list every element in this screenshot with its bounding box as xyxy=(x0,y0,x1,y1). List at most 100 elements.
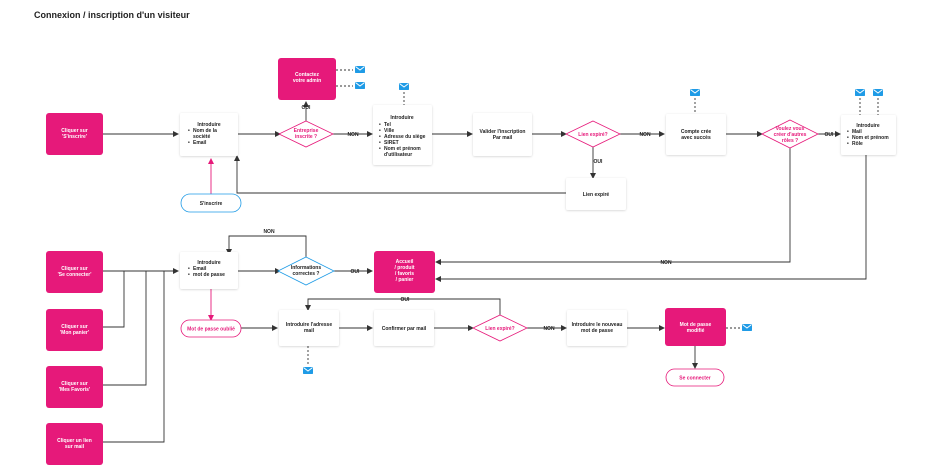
bullet: • xyxy=(188,128,190,134)
node-cliquer-favoris: Cliquer sur 'Mes Favoris' xyxy=(46,366,103,408)
node-infos-correctes: Informations correctes ? xyxy=(277,256,335,286)
node-valider-inscription: Valider l'inscription Par mail xyxy=(473,113,532,156)
node-introduire-inscription: Introduire • Nom de la société • Email xyxy=(180,113,238,156)
node-text: Par mail xyxy=(493,135,513,141)
node-text: avec succès xyxy=(681,135,711,141)
node-text: modifié xyxy=(687,328,705,334)
label-oui-infos: OUI xyxy=(351,269,361,275)
bullet: • xyxy=(847,129,849,135)
node-lien-expire-box: Lien expiré xyxy=(566,178,626,210)
node-autres-roles: Voulez vous créer d'autres rôles ? xyxy=(761,119,819,149)
node-nouveau-mdp: Introduire le nouveau mot de passe xyxy=(567,310,627,346)
node-text: 'Se connecter' xyxy=(58,272,92,278)
edge-favoris xyxy=(103,271,147,386)
bullet: • xyxy=(847,141,849,147)
node-text: Voulez vous xyxy=(776,126,805,132)
node-cliquer-lien: Cliquer un lien sur mail xyxy=(46,423,103,465)
node-text: Cliquer sur xyxy=(61,266,87,272)
label-non-lien1: NON xyxy=(639,132,651,138)
node-cliquer-connecter: Cliquer sur 'Se connecter' xyxy=(46,251,103,293)
node-se-connecter[interactable]: Se connecter xyxy=(665,368,725,387)
label-oui-lien1: OUI xyxy=(594,159,604,165)
mail-icon xyxy=(354,81,366,90)
node-item: Ville xyxy=(384,128,394,134)
node-text: Lien expiré? xyxy=(578,132,607,138)
node-cliquer-panier: Cliquer sur 'Mon panier' xyxy=(46,309,103,351)
bullet: • xyxy=(379,122,381,128)
node-text: Lien expiré? xyxy=(485,326,514,332)
node-text: Compte crée xyxy=(681,129,712,135)
node-text: / favoris xyxy=(395,271,414,277)
node-title: Introduire xyxy=(856,123,880,129)
node-text: Lien expiré xyxy=(583,192,610,198)
node-text: Cliquer sur xyxy=(61,381,87,387)
node-confirmer-mail: Confirmer par mail xyxy=(374,310,434,346)
mail-icon xyxy=(398,82,410,91)
node-introduire-connexion: Introduire • Email • mot de passe xyxy=(180,252,238,289)
node-item: société xyxy=(193,134,210,140)
node-item: Rôle xyxy=(852,141,863,147)
node-item: Tel xyxy=(384,122,391,128)
label-oui-entreprise: OUI xyxy=(302,105,312,111)
edge-lien-mail xyxy=(103,271,165,443)
bullet: • xyxy=(847,135,849,141)
node-mdp-oublie[interactable]: Mot de passe oublié xyxy=(180,319,242,338)
node-text: mail xyxy=(304,328,315,334)
node-text: Mot de passe xyxy=(680,322,712,328)
node-item: Adresse du siège xyxy=(384,134,426,140)
label-oui-roles: OUI xyxy=(825,132,835,138)
sinscrire-label: S'inscrire xyxy=(200,201,223,207)
node-item: Mail xyxy=(852,129,862,135)
bullet: • xyxy=(188,272,190,278)
node-text: 'Mon panier' xyxy=(60,330,89,336)
node-cliquer-sinscrire: Cliquer sur 'S'inscrire' xyxy=(46,113,103,155)
node-title: Introduire xyxy=(390,115,414,121)
node-introduire-details: Introduire • Tel • Ville • Adresse du si… xyxy=(373,105,432,165)
node-text: Contactez xyxy=(295,72,319,78)
node-text: / panier xyxy=(396,277,414,283)
node-text: Cliquer un lien xyxy=(57,438,92,444)
node-text: 'Mes Favoris' xyxy=(59,387,90,393)
node-text: Cliquer sur xyxy=(61,324,87,330)
node-item: SIRET xyxy=(384,140,399,146)
edge-panier xyxy=(103,271,125,328)
node-contactez-admin: Contactez votre admin xyxy=(278,58,336,100)
node-item: Nom et prénom xyxy=(852,135,889,141)
node-compte-cree: Compte crée avec succès xyxy=(666,114,726,155)
edge-roles-non xyxy=(435,148,791,265)
mail-icon xyxy=(854,88,866,97)
node-text: Valider l'inscription xyxy=(480,129,526,135)
node-text: 'S'inscrire' xyxy=(62,134,87,140)
edge-lien2-oui xyxy=(305,298,501,315)
label-non-roles-bottom: NON xyxy=(660,260,672,266)
node-text: votre admin xyxy=(293,78,321,84)
node-text: Introduire l'adresse xyxy=(286,322,332,328)
node-text: / produit xyxy=(395,265,415,271)
bullet: • xyxy=(379,128,381,134)
node-item: d'utilisateur xyxy=(384,152,412,158)
label-non-infos: NON xyxy=(263,229,275,235)
node-text: rôles ? xyxy=(782,138,798,144)
node-text: Informations xyxy=(291,265,321,271)
node-item: Email xyxy=(193,266,207,272)
edge-infos-non xyxy=(226,235,307,258)
node-lien-expire-q1: Lien expiré? xyxy=(565,120,621,148)
se-connecter-label: Se connecter xyxy=(679,376,710,382)
edge-expire-back xyxy=(234,155,566,194)
node-sinscrire[interactable]: S'inscrire xyxy=(180,193,242,213)
node-text: créer d'autres xyxy=(774,132,807,138)
bullet: • xyxy=(379,134,381,140)
mdp-oublie-label: Mot de passe oublié xyxy=(187,327,235,333)
bullet: • xyxy=(379,140,381,146)
node-accueil: Accueil / produit / favoris / panier xyxy=(374,251,435,293)
edge-introduire-roles-accueil xyxy=(435,155,867,282)
mail-icon xyxy=(354,65,366,74)
node-entreprise-inscrite: Entreprise inscrite ? xyxy=(278,120,334,148)
label-oui-lien2: OUI xyxy=(401,297,411,303)
node-text: Confirmer par mail xyxy=(382,326,427,332)
bullet: • xyxy=(188,140,190,146)
mail-icon xyxy=(872,88,884,97)
node-title: Introduire xyxy=(197,122,221,128)
